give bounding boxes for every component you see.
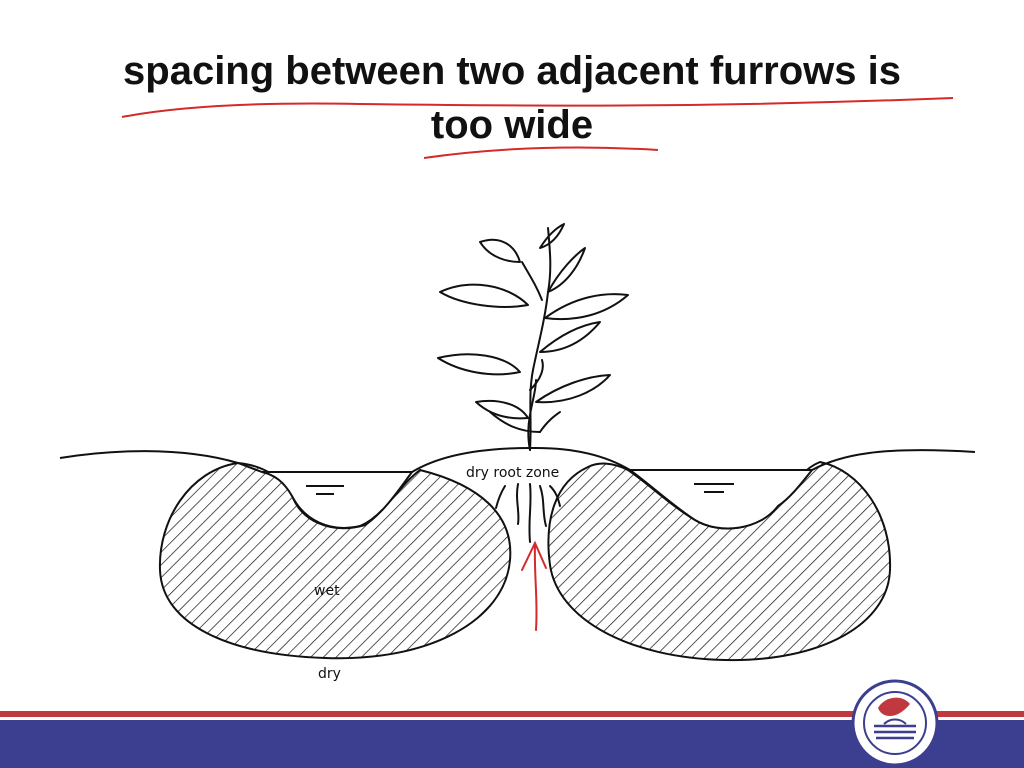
plant-icon [437, 223, 629, 451]
furrow-right [626, 469, 815, 530]
arrow-icon [521, 540, 547, 631]
label-dry-root-zone: dry root zone [466, 465, 559, 481]
roots [495, 483, 561, 543]
title-underline-1 [121, 97, 954, 118]
label-wet: wet [314, 583, 340, 599]
university-logo-icon [851, 679, 939, 767]
title-line-1: spacing between two adjacent furrows is [123, 49, 901, 93]
title-underline-2 [423, 146, 659, 159]
ground-surface [59, 446, 976, 473]
title-line-2: too wide [430, 103, 594, 147]
label-dry: dry [318, 666, 341, 682]
slide-title: spacing between two adjacent furrows is … [40, 44, 984, 152]
footer-stripe-red [0, 711, 1024, 717]
furrow-left [261, 471, 414, 529]
